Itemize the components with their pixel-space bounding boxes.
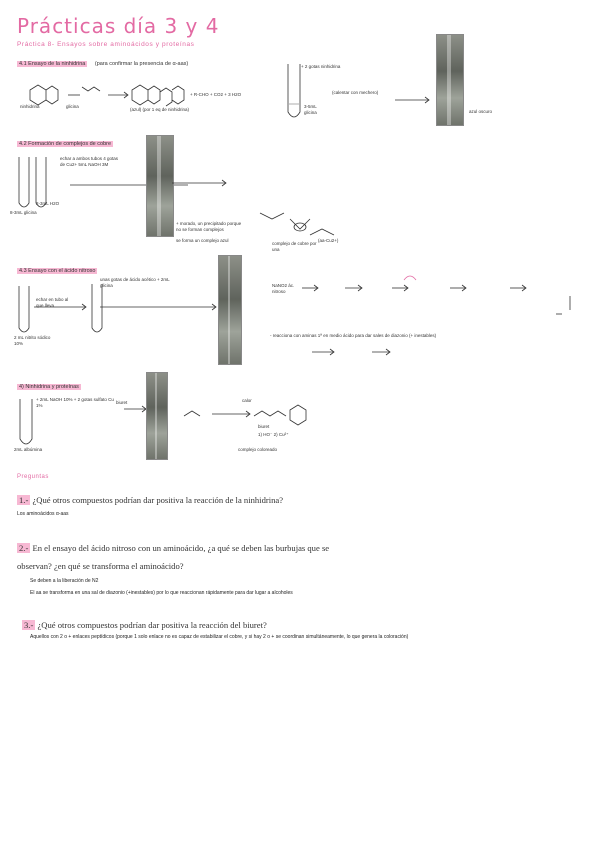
- ninhidrina-product-note: (azul) (por 1 eq de ninhidrina): [130, 107, 190, 112]
- arrow-to-nitroso-photo: [100, 303, 217, 311]
- biuret-steps: 1) HO⁻ 2) Cu²⁺: [258, 432, 289, 437]
- photo-ninhidrina-result: [436, 34, 464, 126]
- section-label: 4) Ninhidrina y proteínas: [17, 384, 81, 390]
- section-ninhidrina: 4.1 Ensayo de la ninhidrina (para confir…: [17, 61, 188, 67]
- page-title: Prácticas día 3 y 4: [17, 14, 220, 38]
- biuret-side-label: biuret: [116, 400, 128, 405]
- arrow-cobre-right: [172, 179, 227, 187]
- nitroso-reaction-start: NaNO2 ác. nitroso: [272, 283, 295, 295]
- section-note: (para confirmar la presencia de α-aas): [94, 61, 189, 67]
- biuret-tube-bottom: 2mL albúmina: [14, 447, 43, 452]
- question-3: 3.- ¿Qué otros compuestos podrían dar po…: [22, 620, 267, 630]
- section-biuret: 4) Ninhidrina y proteínas: [17, 384, 81, 390]
- answer-3: Aquellos con 2 o + enlaces peptídicos (p…: [30, 634, 409, 640]
- question-number: 2.-: [17, 543, 31, 553]
- ninhidrina-reaction-scheme: [29, 84, 185, 107]
- section-label: 4.2 Formación de complejos de cobre: [17, 141, 114, 147]
- section-cobre: 4.2 Formación de complejos de cobre: [17, 141, 114, 147]
- question-2-continued: observan? ¿en qué se transforma el amino…: [17, 561, 184, 571]
- answer-1: Los aminoácidos α-aas: [17, 511, 69, 517]
- question-text: En el ensayo del ácido nitroso con un am…: [32, 543, 330, 553]
- copper-complex-structure: [259, 212, 335, 236]
- question-number: 3.-: [22, 620, 36, 630]
- question-text: ¿Qué otros compuestos podrían dar positi…: [32, 495, 284, 505]
- glicina-reagent-label: glicina: [66, 104, 79, 109]
- test-tubes-cobre: [18, 157, 47, 208]
- photo-biuret-result: [146, 372, 168, 460]
- nitroso-tube-bottom: 2 mL nitrito sódico 10%: [14, 335, 51, 347]
- biuret-reaction-scheme: [183, 404, 307, 426]
- nitroso-reaction-text: - reacciona con aminas 1ª en medio ácido…: [270, 333, 437, 338]
- biuret-product-label: biuret: [258, 424, 270, 429]
- photo-caption-ninhidrina: azul oscuro: [469, 109, 493, 114]
- complex-formula: (aa-Cu2+): [318, 238, 339, 243]
- answer-2: Se deben a la liberación de N2: [30, 578, 99, 584]
- question-text: ¿Qué otros compuestos podrían dar positi…: [37, 620, 267, 630]
- cobre-note-1: + morado, un precipitado porque no se fo…: [176, 221, 242, 233]
- biuret-result: complejo coloreado: [238, 447, 278, 452]
- diazonium-mechanism: [302, 275, 571, 315]
- tube-label-ninhidrina: + 2 gotas ninhidrina: [301, 64, 341, 69]
- practice-subtitle: Práctica 8- Ensayos sobre aminoácidos y …: [17, 41, 195, 48]
- question-2: 2.- En el ensayo del ácido nitroso con u…: [17, 543, 329, 553]
- arrow-to-photo: [395, 96, 430, 104]
- section-nitroso: 4.3 Ensayo con el ácido nitroso: [17, 268, 98, 274]
- question-number: 1.-: [17, 495, 31, 505]
- biuret-heat-label: calor: [242, 398, 252, 403]
- test-tubes-nitroso: [18, 284, 103, 333]
- complex-label: complejo de cobre por una: [272, 241, 317, 253]
- test-tube-ninhidrina: [287, 64, 301, 118]
- ninhidrina-products: + R-CHO + CO2 + 3 H2O: [190, 92, 242, 97]
- photo-cobre-result: [146, 135, 174, 237]
- biuret-tube-top: + 2mL NaOH 10% + 2 gotas sulfato Cu 1%: [36, 397, 114, 409]
- nitroso-tube-note: echar en tubo al que lleva: [36, 297, 69, 309]
- cobre-tube-right: 2-3mL H2O: [36, 201, 60, 206]
- diazonium-to-alcohol: [312, 348, 391, 356]
- answer-2-detail: El aa se transforma en una sal de diazon…: [30, 590, 293, 596]
- questions-heading: Preguntas: [17, 474, 49, 480]
- cobre-steps: echar a ambos tubos 4 gotas de Cu2+ 5mL …: [60, 156, 119, 168]
- nitroso-tube-top: unas gotas de ácido acético + 2mL glicin…: [100, 277, 170, 289]
- ninhidrina-reagent-label: ninhidrina: [20, 104, 40, 109]
- section-label: 4.3 Ensayo con el ácido nitroso: [17, 268, 98, 274]
- cobre-tube-left: 8-3mL glicina: [10, 210, 37, 215]
- question-1: 1.- ¿Qué otros compuestos podrían dar po…: [17, 495, 283, 505]
- photo-nitroso-result: [218, 255, 242, 365]
- tube-note-ninhidrina: (calentar con mechero): [332, 90, 379, 95]
- test-tube-biuret: [19, 399, 33, 445]
- cobre-note-2: se forma un complejo azul: [176, 238, 229, 243]
- tube-bottom-ninhidrina: 3-5mL glicina: [304, 104, 317, 116]
- section-label: 4.1 Ensayo de la ninhidrina: [17, 61, 88, 67]
